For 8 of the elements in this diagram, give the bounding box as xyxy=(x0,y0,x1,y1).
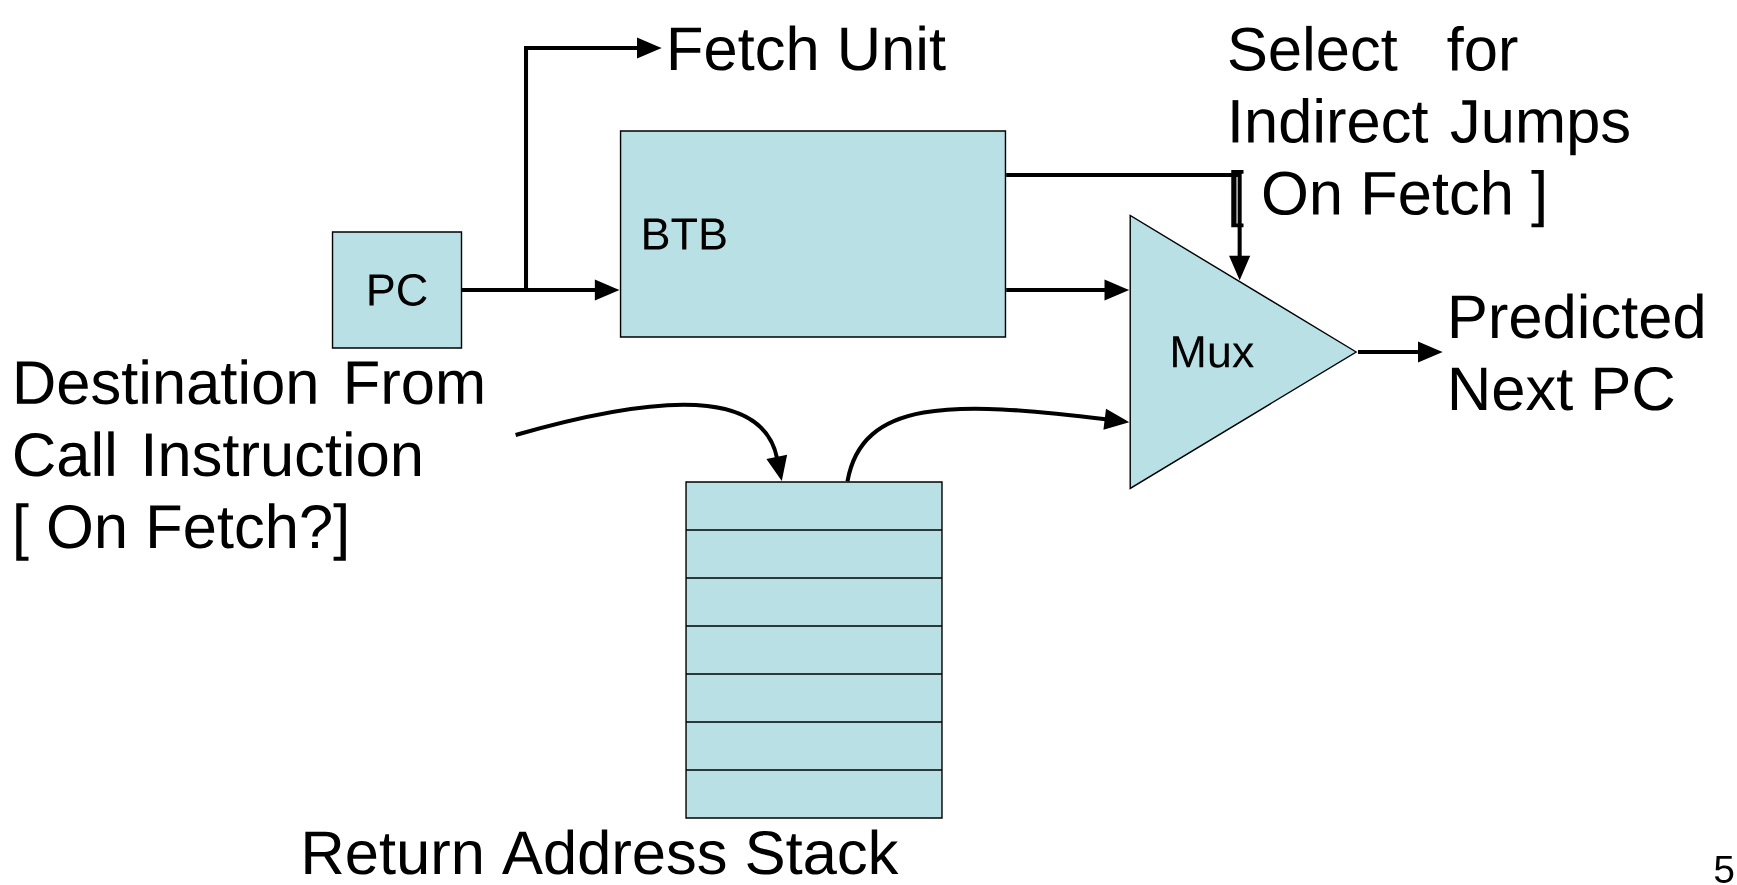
process-box: PC xyxy=(331,231,463,349)
text-label: Fetch Unit xyxy=(670,25,946,71)
stack-box xyxy=(685,481,943,819)
page-number: 5 xyxy=(1714,855,1734,883)
text-label: Destination From Call Instruction [ On Fetch?] xyxy=(15,359,483,561)
stack-caption: Return Address Stack xyxy=(305,829,899,875)
text-label: Predicted Next PC xyxy=(1451,293,1703,411)
process-box: BTB xyxy=(619,130,1007,338)
